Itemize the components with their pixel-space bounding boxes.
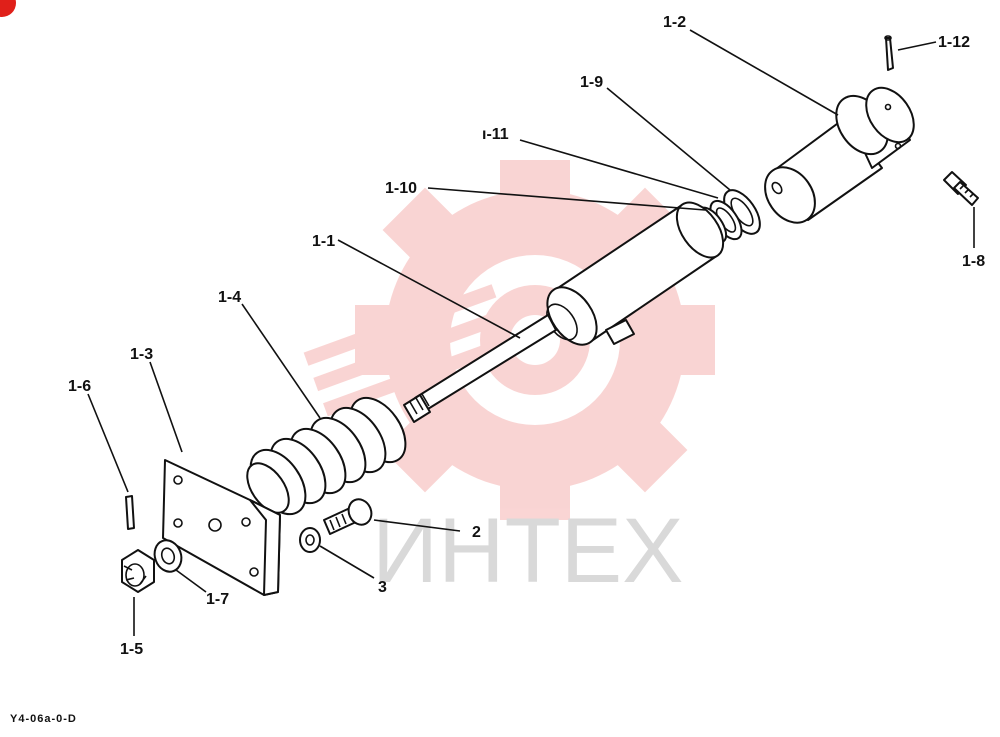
- callout-1-4: 1-4: [218, 289, 241, 306]
- callout-1-1: 1-1: [312, 233, 335, 250]
- part-pin-1-2: [764, 86, 915, 224]
- corner-badge: [0, 0, 16, 17]
- callout-1-2: 1-2: [663, 14, 686, 31]
- part-spring-1-4: [246, 396, 407, 516]
- leader-lines: [87, 29, 975, 636]
- callout-labels: 1-2 1-12 1-9 ı-11 1-10 1-1 1-8 1-4 1-3 1…: [68, 14, 985, 658]
- part-pin-1-12: [884, 35, 894, 71]
- part-cylinder-rod-1-1: [403, 201, 725, 423]
- part-cotter-pin-1-6: [125, 495, 135, 530]
- part-bolt-1-8: [943, 171, 979, 206]
- callout-1-5: 1-5: [120, 641, 143, 658]
- watermark-text: ИНТЕХ: [372, 500, 684, 602]
- callout-1-9: 1-9: [580, 74, 603, 91]
- callout-1-3: 1-3: [130, 346, 153, 363]
- part-washer-1-7: [153, 539, 183, 573]
- callout-1-6: 1-6: [68, 378, 91, 395]
- callout-3: 3: [378, 579, 387, 596]
- drawing-code: Y4-06a-0-D: [10, 713, 77, 725]
- part-nut-1-5: [121, 549, 155, 593]
- callout-1-7: 1-7: [206, 591, 229, 608]
- callout-1-8: 1-8: [962, 253, 985, 270]
- callout-1-12: 1-12: [938, 34, 970, 51]
- part-plate-1-3: [162, 459, 281, 596]
- callout-1-11: ı-11: [482, 126, 509, 143]
- part-washer-3: [299, 527, 321, 553]
- part-bolt-2: [323, 498, 373, 535]
- callout-1-10: 1-10: [385, 180, 417, 197]
- callout-2: 2: [472, 524, 481, 541]
